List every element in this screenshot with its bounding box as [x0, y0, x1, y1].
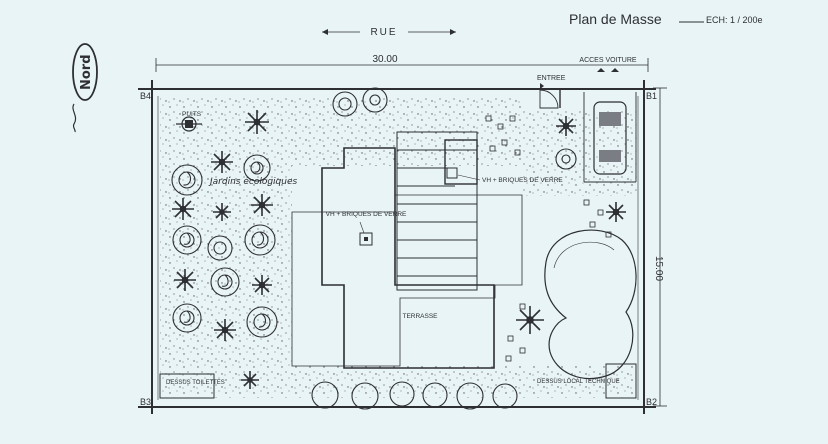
garden-label: Jardins écologiques: [208, 176, 298, 187]
tree: [389, 381, 415, 407]
tree: [351, 382, 379, 410]
plan-title: Plan de Masse: [569, 11, 662, 27]
car-access-arrows: [597, 68, 619, 72]
north-arrow: Nord: [72, 43, 98, 133]
corner-b1: B1: [646, 91, 657, 101]
tree: [172, 225, 202, 255]
tech-room-label: DESSUS LOCAL TECHNIQUE: [537, 379, 620, 385]
main-house: [321, 147, 495, 369]
palm: [241, 371, 259, 389]
tree: [456, 382, 484, 410]
toilet-label: DESSUS TOILETTES: [166, 380, 225, 386]
palm-plants: [172, 110, 626, 389]
palm: [252, 275, 272, 295]
skylight-main: [359, 232, 373, 246]
street-label: RUE: [370, 27, 397, 38]
car-icon: [593, 101, 627, 175]
entry-label: ENTREE: [537, 75, 566, 82]
tree: [244, 224, 276, 256]
stepping-stones: [485, 115, 612, 362]
corner-b2: B2: [646, 397, 657, 407]
tree: [422, 382, 448, 408]
scale-label: ECH: 1 / 200e: [706, 15, 763, 25]
tree: [243, 154, 271, 182]
street-marker: RUE: [322, 24, 456, 38]
tree: [311, 381, 339, 409]
well-label: PUITS: [182, 111, 202, 118]
tree: [207, 235, 233, 261]
palm: [606, 202, 626, 222]
plot-boundary: [138, 80, 656, 414]
south-yard-ground: [292, 366, 638, 398]
corner-b3: B3: [140, 397, 151, 407]
skylight-upper: [446, 167, 458, 179]
width-dimension-label: 30.00: [372, 54, 397, 65]
car-access-label: ACCES VOITURE: [579, 57, 637, 64]
tree: [246, 306, 278, 338]
palm: [214, 319, 236, 341]
well-icon: [176, 116, 202, 132]
palm: [245, 110, 269, 134]
north-label: Nord: [79, 54, 94, 90]
entry-door: [539, 89, 559, 109]
parking-bay: [583, 92, 637, 183]
depth-dimension-label: 15.00: [653, 256, 664, 281]
tree: [171, 164, 203, 196]
pond: [544, 229, 637, 380]
terrace-steps: [396, 131, 478, 291]
terrace-label: TERRASSE: [402, 313, 438, 320]
palm: [516, 306, 544, 334]
palm: [211, 151, 233, 173]
north-yard-ground: [292, 96, 522, 166]
tree: [332, 91, 358, 117]
glass-brick-label-1: VH + BRIQUES DE VERRE: [326, 211, 407, 218]
corner-b4: B4: [140, 91, 151, 101]
terrace-outline: [291, 194, 523, 367]
tree: [362, 87, 388, 113]
tech-room-block: [605, 363, 637, 399]
glass-brick-label-2: VH + BRIQUES DE VERRE: [482, 177, 563, 184]
width-dimension: 30.00: [155, 54, 649, 72]
tree: [210, 267, 240, 297]
round-trees: [171, 87, 577, 410]
palm: [213, 203, 231, 221]
palm: [251, 194, 273, 216]
tree: [555, 148, 577, 170]
depth-dimension: 15.00: [653, 87, 667, 407]
tree: [172, 303, 202, 333]
palm: [556, 116, 576, 136]
toilet-block: [159, 373, 215, 399]
tree: [492, 383, 518, 409]
palm: [172, 198, 194, 220]
palm: [174, 269, 196, 291]
